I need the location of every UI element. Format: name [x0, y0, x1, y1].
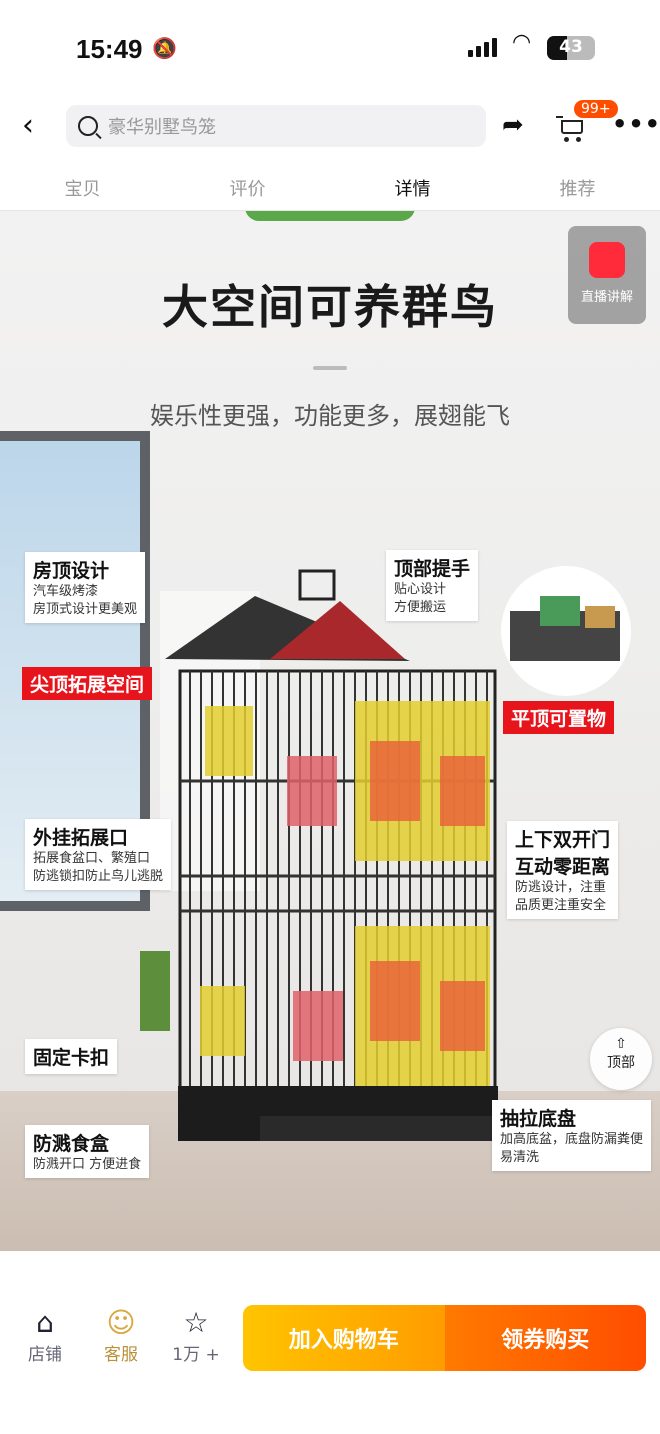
callout-peak: 尖顶拓展空间 [22, 667, 153, 700]
callout-text: 防逃锁扣防止鸟儿逃脱 [33, 869, 164, 884]
signal-icon [468, 38, 497, 57]
callout-title: 房顶设计 [33, 560, 110, 582]
callout-feeder: 防溅食盒 防溅开口 方便进食 [25, 1125, 150, 1178]
callout-text: 汽车级烤漆 [33, 584, 99, 599]
bottom-bar: ⌂ 店铺 ☺ 客服 ☆ 1万 + 加入购物车 领券购买 [0, 1294, 660, 1434]
live-explain-button[interactable]: 直播讲解 [568, 226, 646, 324]
tab-recommend[interactable]: 推荐 [559, 179, 596, 200]
add-to-cart-button[interactable]: 加入购物车 [243, 1305, 445, 1371]
tab-item[interactable]: 宝贝 [64, 179, 101, 200]
callout-title: 固定卡扣 [33, 1047, 110, 1069]
shop-icon: ⌂ [36, 1306, 54, 1339]
cart-icon[interactable] [556, 116, 586, 144]
tab-bar: 宝贝 评价 详情 推荐 [0, 165, 660, 211]
back-button[interactable]: ‹ [22, 108, 34, 143]
service-label: 客服 [104, 1345, 138, 1365]
callout-flat: 平顶可置物 [503, 701, 615, 734]
callout-roof: 房顶设计 汽车级烤漆 房顶式设计更美观 [25, 552, 146, 623]
status-time: 15:49 [76, 34, 143, 64]
callout-title: 顶部提手 [394, 558, 471, 580]
callout-title: 外挂拓展口 [33, 827, 129, 849]
callout-text: 加高底盆，底盘防漏粪便 [500, 1132, 644, 1147]
favorite-count: 1万 + [172, 1345, 220, 1365]
mute-icon: 🔕 [152, 36, 177, 60]
bird-cage-illustration [140, 566, 631, 1141]
green-tag [245, 211, 415, 221]
favorite-button[interactable]: ☆ 1万 + [166, 1306, 226, 1365]
callout-clip: 固定卡扣 [25, 1039, 118, 1074]
callout-doors: 上下双开门 互动零距离 防逃设计，注重 品质更注重安全 [507, 821, 619, 919]
back-to-top-label: 顶部 [607, 1055, 635, 1071]
live-chart-icon [589, 242, 625, 278]
shop-button[interactable]: ⌂ 店铺 [15, 1306, 75, 1365]
wifi-icon: ◠ [512, 30, 532, 55]
callout-handle: 顶部提手 贴心设计 方便搬运 [386, 550, 479, 621]
callout-tray: 抽拉底盘 加高底盆，底盘防漏粪便 易清洗 [492, 1100, 652, 1171]
search-placeholder: 豪华别墅鸟笼 [108, 117, 216, 138]
tab-details[interactable]: 详情 [394, 179, 431, 200]
service-icon: ☺ [106, 1306, 136, 1339]
product-detail-image: 大空间可养群鸟 娱乐性更强，功能更多，展翅能飞 房顶设计 汽车级烤漆 房顶式设计… [0, 211, 660, 1251]
callout-title: 防溅食盒 [33, 1133, 110, 1155]
search-input[interactable]: 豪华别墅鸟笼 [66, 105, 486, 147]
callout-text: 拓展食盆口、繁殖口 [33, 851, 151, 866]
battery-icon: 43 [547, 36, 595, 60]
divider [313, 366, 347, 370]
status-bar: 15:49 🔕 ◠ 43 [0, 0, 660, 95]
callout-text: 防逃设计，注重 [515, 880, 607, 895]
callout-title: 抽拉底盘 [500, 1108, 577, 1130]
arrow-up-icon: ⇧ [615, 1036, 627, 1052]
callout-text: 方便搬运 [394, 600, 447, 615]
callout-text: 防溅开口 方便进食 [33, 1157, 142, 1172]
callout-extension: 外挂拓展口 拓展食盆口、繁殖口 防逃锁扣防止鸟儿逃脱 [25, 819, 172, 890]
callout-text: 品质更注重安全 [515, 898, 607, 913]
shop-label: 店铺 [28, 1345, 62, 1365]
battery-level: 43 [559, 37, 583, 57]
callout-text: 房顶式设计更美观 [33, 602, 138, 617]
buy-with-coupon-button[interactable]: 领券购买 [444, 1305, 646, 1371]
callout-title: 互动零距离 [515, 856, 611, 878]
tab-reviews[interactable]: 评价 [229, 179, 266, 200]
detail-subtitle: 娱乐性更强，功能更多，展翅能飞 [150, 402, 510, 430]
detail-title: 大空间可养群鸟 [162, 280, 498, 334]
search-icon [78, 116, 98, 136]
callout-text: 贴心设计 [394, 582, 447, 597]
cart-badge: 99+ [574, 100, 618, 118]
callout-text: 易清洗 [500, 1150, 540, 1165]
star-icon: ☆ [183, 1306, 209, 1339]
back-to-top-button[interactable]: ⇧ 顶部 [590, 1028, 652, 1090]
service-button[interactable]: ☺ 客服 [91, 1306, 151, 1365]
share-icon[interactable]: ➦ [502, 110, 524, 140]
callout-title: 上下双开门 [515, 829, 611, 851]
live-explain-label: 直播讲解 [580, 290, 633, 305]
more-icon[interactable]: ••• [612, 110, 660, 138]
